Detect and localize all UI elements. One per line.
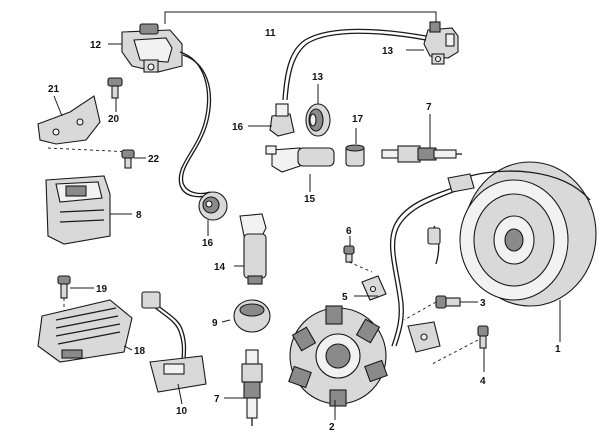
callout-20: 20 (108, 114, 120, 125)
part-7-spark-plug-lower (241, 349, 263, 426)
part-17-resistor-cap (345, 144, 365, 167)
callout-7-upper: 7 (426, 102, 432, 113)
part-8-cdi-unit (45, 175, 111, 245)
callout-3: 3 (480, 298, 486, 309)
callout-21: 21 (48, 84, 60, 95)
part-7-spark-plug-upper (381, 145, 462, 163)
callout-18: 18 (134, 346, 146, 357)
part-1-flywheel (459, 161, 597, 307)
callout-5: 5 (342, 292, 348, 303)
callout-8: 8 (136, 210, 142, 221)
part-5-clamp (361, 275, 387, 301)
part-3-bolt (403, 295, 461, 321)
part-22-screw (121, 149, 135, 169)
part-19-bolt (57, 275, 71, 312)
part-15-plug-cap (265, 145, 335, 173)
part-13-ignition-coil-right (282, 21, 459, 101)
callout-6: 6 (346, 226, 352, 237)
part-6-screw (343, 245, 373, 273)
callout-16-lower: 16 (202, 238, 214, 249)
callout-7-lower: 7 (214, 394, 220, 405)
part-20-bolt (107, 77, 123, 99)
part-21-bracket (37, 95, 133, 153)
callout-1: 1 (555, 344, 561, 355)
callout-9: 9 (212, 318, 218, 329)
callout-14: 14 (214, 262, 226, 273)
part-12-ignition-coil (121, 23, 212, 198)
leader-lines (53, 43, 561, 420)
callout-17: 17 (352, 114, 364, 125)
part-18-regulator (37, 299, 133, 363)
callout-4: 4 (480, 376, 486, 387)
callout-13-boot: 13 (312, 72, 324, 83)
callout-2: 2 (329, 422, 335, 433)
part-4-screw (431, 325, 489, 365)
callout-10: 10 (176, 406, 188, 417)
callout-22: 22 (148, 154, 160, 165)
callout-16-upper: 16 (232, 122, 244, 133)
part-2-stator (288, 305, 388, 407)
part-9-rubber-ring (233, 299, 271, 333)
callout-12: 12 (90, 40, 102, 51)
part-13-rubber-boot (305, 103, 331, 137)
callout-15: 15 (304, 194, 316, 205)
part-16-cap-lower (198, 191, 228, 221)
part-14-plug-cap (239, 213, 267, 285)
part-16-cap-upper (269, 103, 295, 137)
callout-13-coil: 13 (382, 46, 394, 57)
callout-11: 11 (265, 28, 276, 39)
part-10-rectifier (141, 291, 207, 393)
pickup-coil (407, 321, 441, 353)
stator-harness (389, 173, 475, 347)
part-11-bracket (164, 11, 437, 26)
callout-labels: 1 2 3 4 5 6 7 7 8 9 10 11 12 13 13 14 15… (48, 28, 561, 433)
callout-19: 19 (96, 284, 108, 295)
